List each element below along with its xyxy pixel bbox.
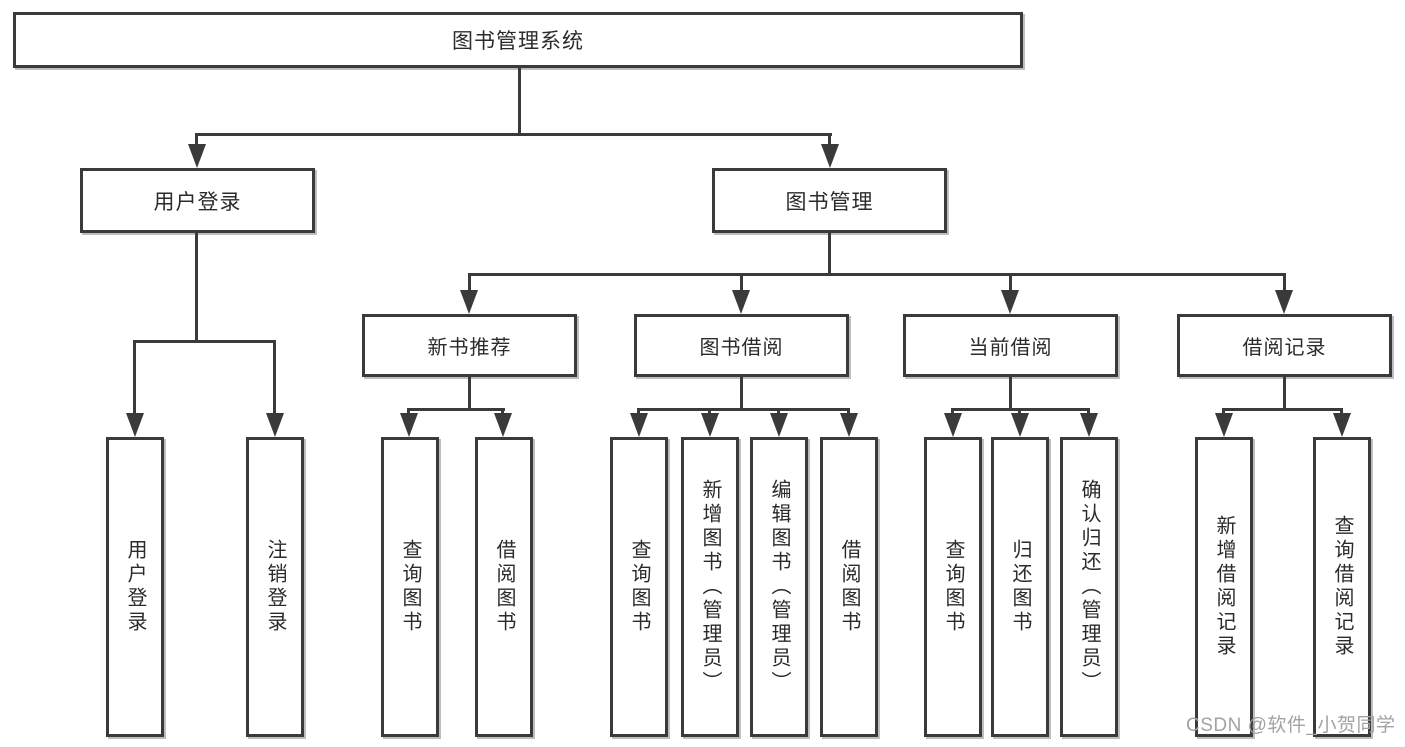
leaf-add-books-admin: 新增图书（管理员） xyxy=(681,437,739,737)
leaf-query-books-recommend: 查询图书 xyxy=(381,437,439,737)
arrow-down-icon xyxy=(630,413,648,437)
node-borrow-records-label: 借阅记录 xyxy=(1242,337,1327,359)
connector-line xyxy=(195,133,198,148)
leaf-edit-books-admin-label: 编辑图书（管理员） xyxy=(768,479,790,695)
connector-line xyxy=(828,133,831,148)
connector-line xyxy=(468,377,471,411)
node-book-management: 图书管理 xyxy=(712,168,947,233)
leaf-user-login: 用户登录 xyxy=(106,437,164,737)
connector-line xyxy=(1222,408,1343,411)
connector-line xyxy=(133,340,276,343)
connector-line xyxy=(407,408,505,411)
node-new-book-recommend-label: 新书推荐 xyxy=(427,337,512,359)
leaf-logout-label: 注销登录 xyxy=(264,539,286,635)
node-user-login-label: 用户登录 xyxy=(153,190,242,214)
connector-line xyxy=(1283,377,1286,411)
connector-line xyxy=(1087,408,1090,416)
connector-line xyxy=(637,408,640,416)
arrow-down-icon xyxy=(1333,413,1351,437)
csdn-watermark: CSDN @软件_小贺同学 xyxy=(1186,715,1396,736)
arrow-down-icon xyxy=(460,290,478,314)
connector-line xyxy=(1340,408,1343,416)
leaf-add-borrow-record: 新增借阅记录 xyxy=(1195,437,1253,737)
arrow-down-icon xyxy=(126,413,144,437)
arrow-down-icon xyxy=(400,413,418,437)
connector-line xyxy=(1283,273,1286,293)
leaf-add-books-admin-label: 新增图书（管理员） xyxy=(699,479,721,695)
connector-line xyxy=(777,408,780,416)
arrow-down-icon xyxy=(1275,290,1293,314)
arrow-down-icon xyxy=(944,413,962,437)
connector-line xyxy=(708,408,711,416)
node-current-borrow: 当前借阅 xyxy=(903,314,1118,377)
leaf-edit-books-admin: 编辑图书（管理员） xyxy=(750,437,808,737)
connector-line xyxy=(1009,273,1012,293)
node-current-borrow-label: 当前借阅 xyxy=(968,337,1053,359)
leaf-borrow-books-recommend: 借阅图书 xyxy=(475,437,533,737)
arrow-down-icon xyxy=(1215,413,1233,437)
node-root-system: 图书管理系统 xyxy=(13,12,1023,68)
arrow-down-icon xyxy=(1011,413,1029,437)
connector-line xyxy=(133,340,136,416)
leaf-return-books: 归还图书 xyxy=(991,437,1049,737)
arrow-down-icon xyxy=(821,144,839,168)
connector-line xyxy=(740,377,743,411)
leaf-confirm-return-admin-label: 确认归还（管理员） xyxy=(1078,479,1100,695)
connector-line xyxy=(518,67,521,134)
arrow-down-icon xyxy=(840,413,858,437)
arrow-down-icon xyxy=(1080,413,1098,437)
arrow-down-icon xyxy=(188,144,206,168)
node-book-management-label: 图书管理 xyxy=(785,190,874,214)
arrow-down-icon xyxy=(701,413,719,437)
leaf-borrow-books: 借阅图书 xyxy=(820,437,878,737)
node-book-borrow-label: 图书借阅 xyxy=(699,337,784,359)
connector-line xyxy=(828,233,831,276)
leaf-query-borrow-record: 查询借阅记录 xyxy=(1313,437,1371,737)
node-new-book-recommend: 新书推荐 xyxy=(362,314,577,377)
connector-line xyxy=(740,273,743,293)
node-user-login: 用户登录 xyxy=(80,168,315,233)
leaf-query-books-borrow: 查询图书 xyxy=(610,437,668,737)
node-book-borrow: 图书借阅 xyxy=(634,314,849,377)
node-borrow-records: 借阅记录 xyxy=(1177,314,1392,377)
connector-line xyxy=(468,273,1286,276)
leaf-query-borrow-record-label: 查询借阅记录 xyxy=(1331,515,1353,659)
connector-line xyxy=(501,408,504,416)
leaf-query-books-current: 查询图书 xyxy=(924,437,982,737)
leaf-query-books-recommend-label: 查询图书 xyxy=(399,539,421,635)
connector-line xyxy=(637,408,850,411)
leaf-confirm-return-admin: 确认归还（管理员） xyxy=(1060,437,1118,737)
connector-line xyxy=(468,273,471,293)
arrow-down-icon xyxy=(494,413,512,437)
connector-line xyxy=(1018,408,1021,416)
arrow-down-icon xyxy=(1001,290,1019,314)
connector-line xyxy=(273,340,276,416)
connector-line xyxy=(195,233,198,343)
leaf-query-books-current-label: 查询图书 xyxy=(942,539,964,635)
connector-line xyxy=(1222,408,1225,416)
connector-line xyxy=(951,408,954,416)
leaf-logout: 注销登录 xyxy=(246,437,304,737)
node-root-label: 图书管理系统 xyxy=(452,30,584,53)
connector-line xyxy=(847,408,850,416)
arrow-down-icon xyxy=(266,413,284,437)
arrow-down-icon xyxy=(770,413,788,437)
leaf-borrow-books-label: 借阅图书 xyxy=(838,539,860,635)
leaf-borrow-books-recommend-label: 借阅图书 xyxy=(493,539,515,635)
connector-line xyxy=(195,133,832,136)
connector-line xyxy=(407,408,410,416)
arrow-down-icon xyxy=(732,290,750,314)
leaf-query-books-borrow-label: 查询图书 xyxy=(628,539,650,635)
leaf-add-borrow-record-label: 新增借阅记录 xyxy=(1213,515,1235,659)
connector-line xyxy=(1009,377,1012,411)
leaf-user-login-label: 用户登录 xyxy=(124,539,146,635)
leaf-return-books-label: 归还图书 xyxy=(1009,539,1031,635)
